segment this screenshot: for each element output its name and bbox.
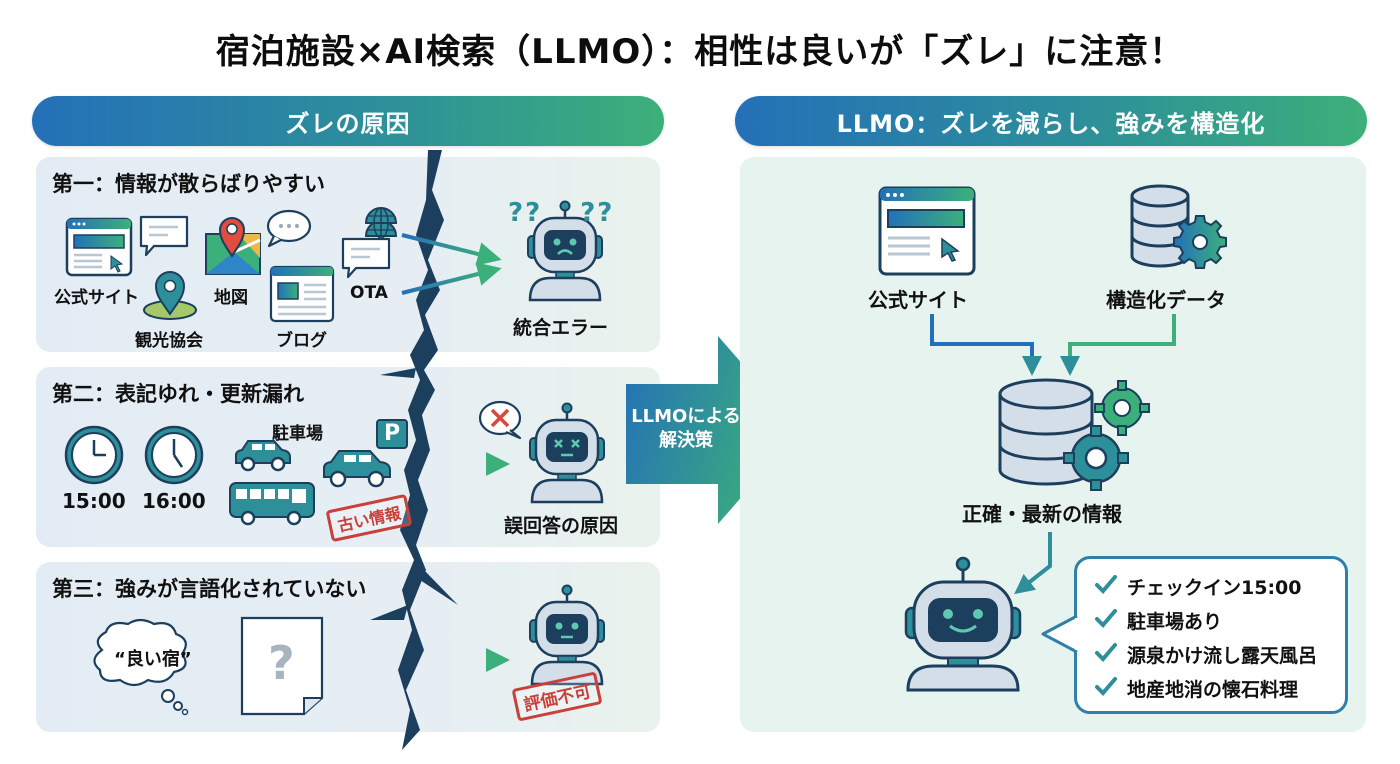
thought-text: “良い宿” bbox=[114, 649, 192, 670]
flow-arrows-1 bbox=[401, 233, 502, 295]
answer-text: 源泉かけ流し露天風呂 bbox=[1127, 644, 1318, 667]
answer-item: 地産地消の懐石料理 bbox=[1095, 671, 1327, 705]
thought-cloud-icon bbox=[93, 618, 189, 716]
result-wrong-answer: 誤回答の原因 bbox=[504, 515, 619, 537]
ai-answer-bubble: チェックイン15:00 駐車場あり 源泉かけ流し露天風呂 地産地消の懐石料理 bbox=[1074, 556, 1348, 714]
section-1-heading: 第一：情報が散らばりやすい bbox=[52, 172, 325, 196]
accurate-info-database-icon bbox=[998, 378, 1150, 491]
unknown-mark: ? bbox=[268, 636, 295, 690]
blog-icon bbox=[269, 265, 335, 323]
time-label-2: 16:00 bbox=[142, 489, 206, 513]
input-label-structured-data: 構造化データ bbox=[1106, 288, 1226, 312]
solution-arrow-line2: 解決策 bbox=[659, 430, 713, 451]
answer-item: 駐車場あり bbox=[1095, 603, 1327, 637]
hub-label: 正確・最新の情報 bbox=[962, 502, 1122, 526]
left-banner: ズレの原因 bbox=[32, 96, 664, 146]
source-label-official: 公式サイト bbox=[54, 288, 139, 308]
check-icon bbox=[1095, 574, 1117, 598]
bubble-tail bbox=[1041, 614, 1081, 654]
source-label-map: 地図 bbox=[214, 288, 248, 308]
car-icon bbox=[323, 450, 391, 488]
question-marks: ???? bbox=[508, 198, 612, 228]
crack-divider bbox=[370, 150, 458, 750]
robot-happy-icon bbox=[904, 556, 1022, 692]
answer-text: 地産地消の懐石料理 bbox=[1127, 678, 1299, 701]
result-integration-error: 統合エラー bbox=[513, 317, 609, 339]
flow-arrow-3 bbox=[350, 648, 510, 672]
source-label-blog: ブログ bbox=[276, 331, 327, 351]
clock-icon bbox=[64, 425, 124, 485]
solution-arrow-line1: LLMOによる bbox=[631, 406, 741, 427]
answer-item: 源泉かけ流し露天風呂 bbox=[1095, 637, 1327, 671]
location-pin-icon bbox=[143, 271, 197, 320]
bus-icon bbox=[229, 482, 315, 526]
structured-data-icon bbox=[1130, 184, 1227, 269]
question-mark: ? bbox=[525, 198, 541, 228]
error-bubble-icon bbox=[478, 400, 522, 440]
robot-confused-icon bbox=[527, 200, 603, 302]
input-label-official-site: 公式サイト bbox=[868, 288, 968, 312]
official-site-icon bbox=[878, 186, 976, 276]
check-icon bbox=[1095, 642, 1117, 666]
answer-text: 駐車場あり bbox=[1127, 610, 1223, 633]
chat-bubble-icon bbox=[139, 215, 189, 257]
section-3-heading: 第三：強みが言語化されていない bbox=[52, 577, 367, 601]
globe-icon bbox=[364, 206, 398, 239]
map-icon bbox=[205, 217, 261, 275]
parking-label: 駐車場 bbox=[272, 424, 323, 444]
speech-bubble-icon bbox=[266, 209, 312, 248]
source-label-tourism: 観光協会 bbox=[135, 331, 203, 351]
robot-neutral-icon bbox=[529, 584, 605, 686]
car-icon bbox=[235, 440, 291, 472]
check-icon bbox=[1095, 676, 1117, 700]
solution-arrow-label: LLMOによる 解決策 bbox=[626, 405, 746, 453]
ota-chat-icon bbox=[341, 237, 391, 279]
question-mark: ? bbox=[597, 198, 613, 228]
source-label-ota: OTA bbox=[350, 283, 388, 303]
flow-arrow-2 bbox=[416, 452, 510, 476]
parking-sign-icon: P bbox=[376, 419, 408, 449]
question-mark: ? bbox=[580, 198, 596, 228]
hub-to-ai-arrow bbox=[1014, 532, 1052, 595]
answer-item: チェックイン15:00 bbox=[1095, 569, 1327, 603]
question-mark: ? bbox=[508, 198, 524, 228]
section-2-heading: 第二：表記ゆれ・更新漏れ bbox=[52, 382, 304, 406]
clock-icon bbox=[144, 425, 204, 485]
page-title: 宿泊施設×AI検索（LLMO）：相性は良いが「ズレ」に注意！ bbox=[215, 32, 1185, 72]
blank-document-icon bbox=[240, 616, 324, 716]
right-banner: LLMO：ズレを減らし、強みを構造化 bbox=[735, 96, 1367, 146]
robot-error-icon bbox=[529, 402, 605, 504]
merge-arrows bbox=[930, 314, 1176, 376]
check-icon bbox=[1095, 608, 1117, 632]
answer-text: チェックイン15:00 bbox=[1127, 576, 1302, 599]
website-icon bbox=[65, 217, 133, 277]
time-label-1: 15:00 bbox=[62, 489, 126, 513]
